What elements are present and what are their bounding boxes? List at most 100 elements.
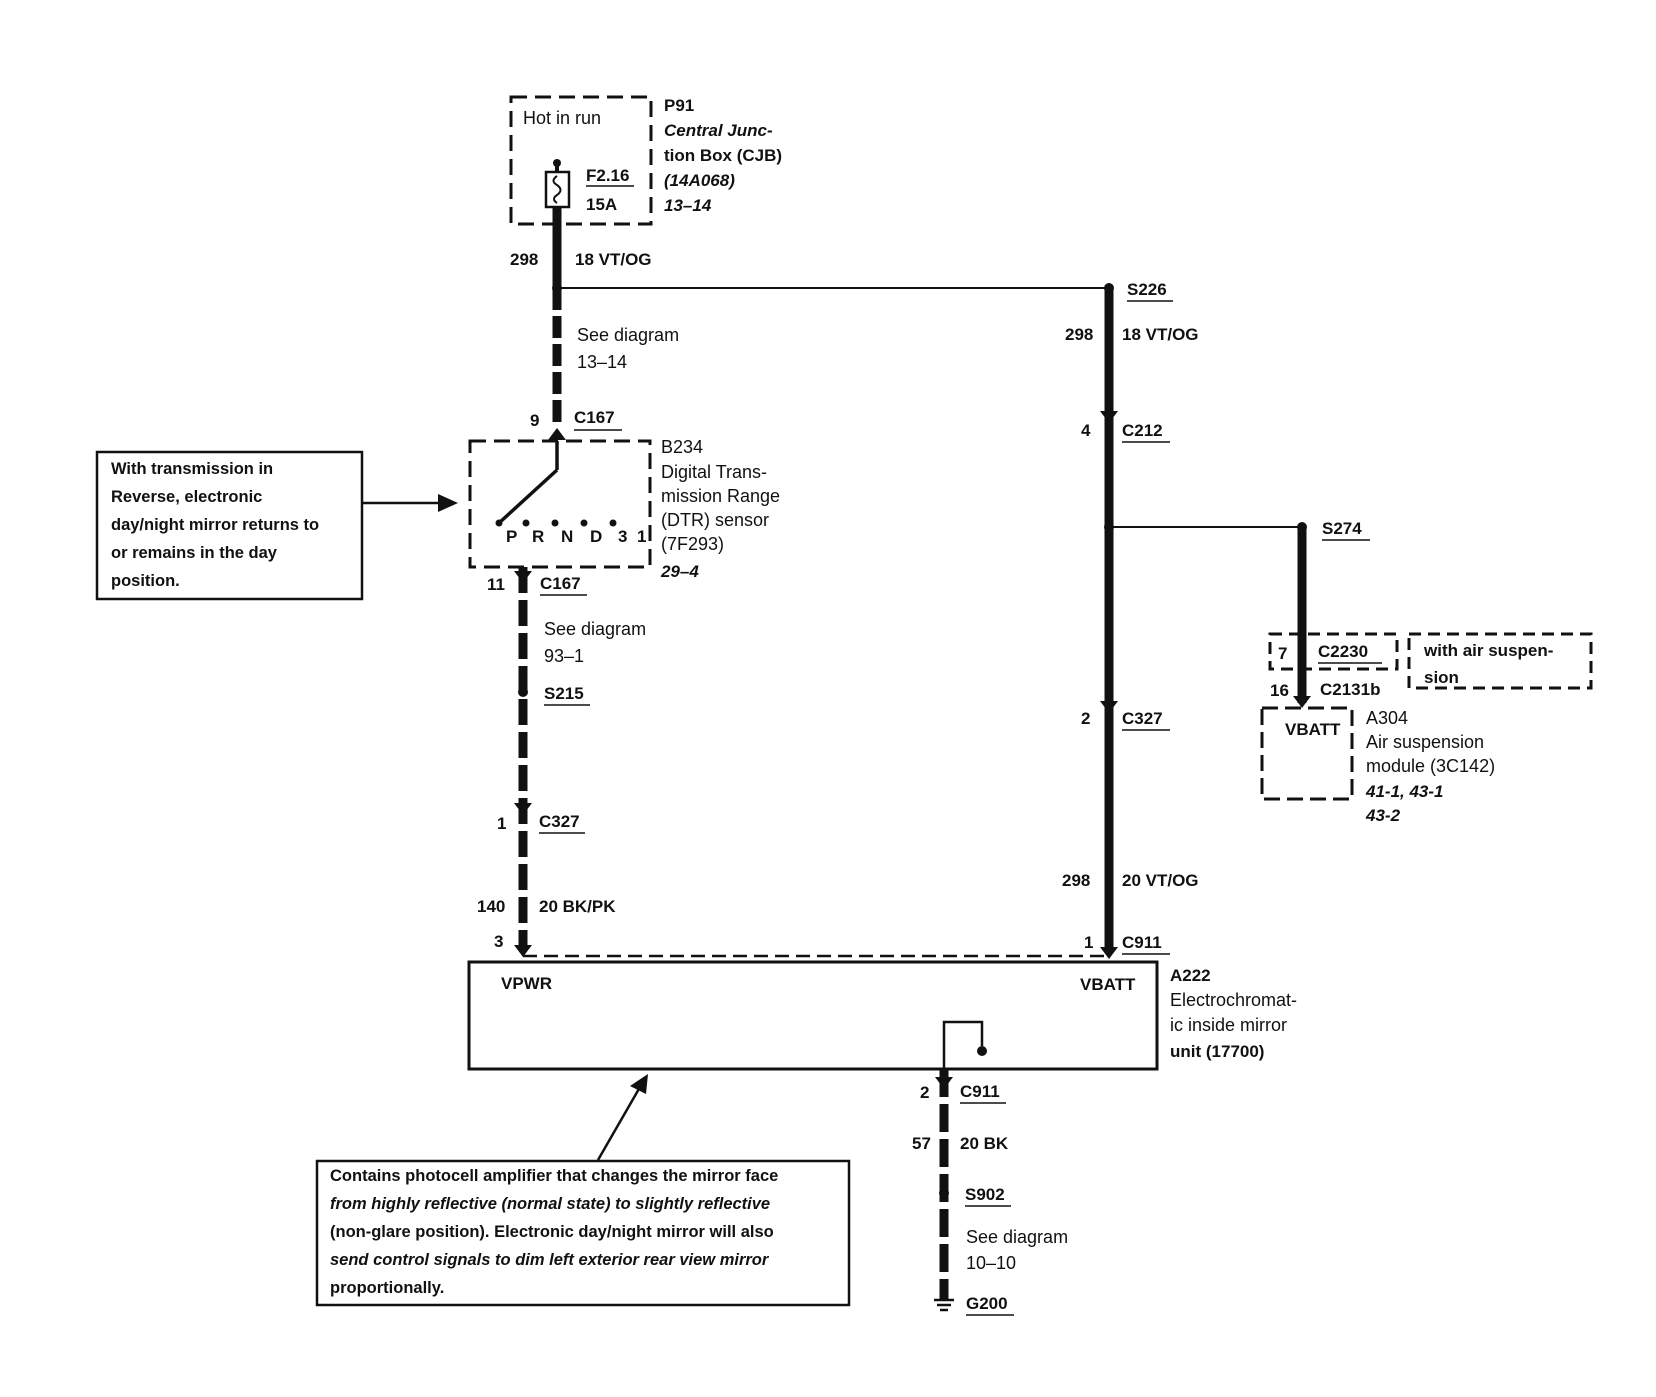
c167-top-pin: 9 bbox=[530, 411, 539, 430]
connector-arrow-icon bbox=[1293, 696, 1311, 708]
mirror-name-3: unit (17700) bbox=[1170, 1042, 1264, 1061]
wire-298-lower-circuit: 298 bbox=[1062, 871, 1090, 890]
see-diagram-13-1: See diagram bbox=[577, 325, 679, 345]
air-module-ref: A304 bbox=[1366, 708, 1408, 728]
c212-pin: 4 bbox=[1081, 421, 1091, 440]
c327-left-pin: 1 bbox=[497, 814, 506, 833]
wire-298-lower-gauge: 20 VT/OG bbox=[1122, 871, 1199, 890]
note-reverse: With transmission in Reverse, electronic… bbox=[95, 450, 458, 601]
wire-140-gauge: 20 BK/PK bbox=[539, 897, 616, 916]
connector-arrow-icon bbox=[1100, 947, 1118, 959]
note-photocell-line-2: from highly reflective (normal state) to… bbox=[330, 1195, 770, 1213]
see-diagram-10-1: See diagram bbox=[966, 1227, 1068, 1247]
wire-298-gauge: 18 VT/OG bbox=[575, 250, 652, 269]
air-suspension-note-2: sion bbox=[1424, 668, 1459, 687]
switch-arm-icon bbox=[497, 468, 559, 525]
dtr-pos-n: N bbox=[561, 527, 573, 546]
c2230-pin: 7 bbox=[1278, 644, 1287, 663]
mirror-name-2: ic inside mirror bbox=[1170, 1015, 1287, 1035]
vpwr-pin: 3 bbox=[494, 932, 503, 951]
air-module-name-1: Air suspension bbox=[1366, 732, 1484, 752]
c2230-connector: C2230 bbox=[1318, 642, 1368, 661]
wire-140-left: 11 C167 See diagram 93–1 S215 1 C327 140… bbox=[477, 567, 646, 957]
splice-s902: S902 bbox=[965, 1185, 1005, 1204]
arrow-right-icon bbox=[438, 494, 458, 512]
wire-57-ground: 2 C911 57 20 BK S902 See diagram 10–10 G… bbox=[912, 1069, 1068, 1316]
dtr-diagram-ref: 29–4 bbox=[660, 562, 699, 581]
mirror-vbatt: VBATT bbox=[1080, 975, 1136, 994]
note-photocell-box bbox=[315, 1159, 851, 1307]
c911-top-connector: C911 bbox=[1122, 933, 1162, 952]
note-reverse-line-3: day/night mirror returns to bbox=[111, 516, 319, 534]
see-diagram-93-1: See diagram bbox=[544, 619, 646, 639]
note-photocell-line-3: (non-glare position). Electronic day/nig… bbox=[330, 1223, 774, 1241]
cjb-diagram-ref: 13–14 bbox=[664, 196, 712, 215]
air-module-name-2: module (3C142) bbox=[1366, 756, 1495, 776]
air-module-diagram-2: 43-2 bbox=[1365, 806, 1401, 825]
air-suspension-note-1: with air suspen- bbox=[1423, 641, 1553, 660]
wire-298-right: 298 18 VT/OG 4 C212 2 C327 298 20 VT/OG … bbox=[1062, 288, 1199, 959]
wire-298-right-gauge: 18 VT/OG bbox=[1122, 325, 1199, 344]
cjb-ref: P91 bbox=[664, 96, 694, 115]
splice-s274: S274 bbox=[1322, 519, 1362, 538]
c2131b-connector: C2131b bbox=[1320, 680, 1380, 699]
c167-top-connector: C167 bbox=[574, 408, 615, 427]
note-photocell-line-1: Contains photocell amplifier that change… bbox=[330, 1167, 778, 1185]
c911-bottom-connector: C911 bbox=[960, 1082, 1000, 1101]
wire-298-left: 298 18 VT/OG See diagram 13–14 9 C167 bbox=[510, 207, 679, 440]
ground-symbol-icon bbox=[934, 1298, 954, 1312]
note-photocell: Contains photocell amplifier that change… bbox=[315, 1074, 851, 1307]
see-diagram-13-2: 13–14 bbox=[577, 352, 627, 372]
c327-right-pin: 2 bbox=[1081, 709, 1090, 728]
dtr-pos-d: D bbox=[590, 527, 602, 546]
c911-top-pin: 1 bbox=[1084, 933, 1093, 952]
note-photocell-line-5: proportionally. bbox=[330, 1279, 444, 1297]
note-reverse-line-1: With transmission in bbox=[111, 460, 273, 478]
cjb-outline bbox=[509, 95, 653, 226]
c2131b-pin: 16 bbox=[1270, 681, 1289, 700]
note-reverse-line-5: position. bbox=[111, 572, 180, 590]
see-diagram-93-2: 93–1 bbox=[544, 646, 584, 666]
dtr-sensor: P R N D 3 1 B234 Digital Trans- mission … bbox=[468, 437, 780, 581]
c2230-outline bbox=[1268, 632, 1399, 671]
splice-s215: S215 bbox=[544, 684, 584, 703]
connector-arrow-icon bbox=[514, 803, 532, 815]
c167-bottom-connector: C167 bbox=[540, 574, 581, 593]
connector-arrow-icon bbox=[548, 428, 566, 440]
dtr-name-2: mission Range bbox=[661, 486, 780, 506]
cjb-name-1: Central Junc- bbox=[664, 121, 773, 140]
note-reverse-line-2: Reverse, electronic bbox=[111, 488, 262, 506]
wire-298-circuit: 298 bbox=[510, 250, 538, 269]
s902-dot bbox=[939, 1188, 949, 1198]
c212-connector: C212 bbox=[1122, 421, 1163, 440]
dtr-ref: B234 bbox=[661, 437, 703, 457]
wire-140-circuit: 140 bbox=[477, 897, 505, 916]
c911-bottom-pin: 2 bbox=[920, 1083, 929, 1102]
s215-dot bbox=[518, 687, 528, 697]
arrow-up-icon bbox=[630, 1074, 648, 1094]
central-junction-box: Hot in run F2.16 15A P91 Central Junc- t… bbox=[509, 95, 782, 226]
connector-arrow-icon bbox=[935, 1077, 953, 1089]
dtr-outline bbox=[468, 439, 652, 569]
cjb-part: (14A068) bbox=[664, 171, 735, 190]
connector-arrow-icon bbox=[514, 945, 532, 957]
connector-arrow-icon bbox=[1100, 411, 1118, 423]
mirror-name-1: Electrochromat- bbox=[1170, 990, 1297, 1010]
air-module-vbatt: VBATT bbox=[1285, 720, 1341, 739]
dtr-name-3: (DTR) sensor bbox=[661, 510, 769, 530]
c167-bottom-pin: 11 bbox=[487, 575, 505, 594]
fuse-id: F2.16 bbox=[586, 166, 629, 185]
wire-57-gauge: 20 BK bbox=[960, 1134, 1009, 1153]
c327-left-connector: C327 bbox=[539, 812, 580, 831]
ground-g200: G200 bbox=[966, 1294, 1008, 1313]
fuse-icon bbox=[544, 159, 571, 209]
air-suspension-branch: S274 7 C2230 with air suspen- sion 16 C2… bbox=[1109, 519, 1593, 825]
c327-right-connector: C327 bbox=[1122, 709, 1163, 728]
wire-298-right-circuit: 298 bbox=[1065, 325, 1093, 344]
note-reverse-box bbox=[95, 450, 364, 601]
mirror-unit: VPWR VBATT A222 Electrochromat- ic insid… bbox=[467, 954, 1297, 1071]
dtr-pos-3: 3 bbox=[618, 527, 627, 546]
air-module-diagram-1: 41-1, 43-1 bbox=[1365, 782, 1444, 801]
